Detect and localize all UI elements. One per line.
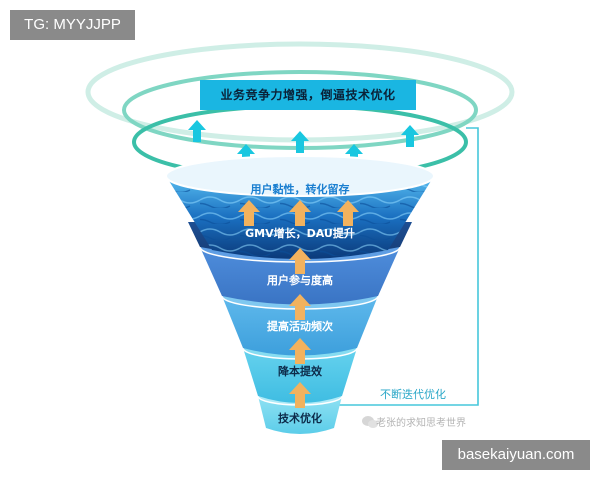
- level-label-2: GMV增长，DAU提升: [245, 227, 355, 240]
- up-arrow-icon: [289, 248, 311, 274]
- bottom-right-tag: basekaiyuan.com: [442, 440, 590, 470]
- feedback-label: 不断迭代优化: [380, 388, 446, 401]
- feedback-line: [335, 127, 479, 406]
- up-arrow-icon: [291, 131, 309, 153]
- top-left-tag: TG: MYYJJPP: [10, 10, 135, 40]
- level-label-3: 用户参与度高: [267, 274, 333, 287]
- cyan-arrows: [188, 120, 419, 166]
- level-label-4: 提高活动频次: [267, 320, 333, 333]
- level-label-1: 用户黏性，转化留存: [250, 183, 350, 196]
- watermark-logo: [362, 416, 378, 428]
- up-arrow-icon: [401, 125, 419, 147]
- up-arrow-icon: [188, 120, 206, 142]
- up-arrow-icon: [345, 144, 363, 166]
- up-arrow-icon: [238, 200, 260, 226]
- up-arrow-icon: [289, 382, 311, 408]
- watermark-text: 老张的求知思考世界: [376, 418, 466, 429]
- up-arrow-icon: [289, 200, 311, 226]
- level-label-5: 降本提效: [278, 365, 322, 378]
- top-banner: 业务竞争力增强，倒逼技术优化: [200, 80, 416, 110]
- level-label-6: 技术优化: [278, 412, 322, 425]
- up-arrow-icon: [289, 338, 311, 364]
- up-arrow-icon: [289, 294, 311, 320]
- orange-arrows: [238, 200, 359, 408]
- up-arrow-icon: [237, 144, 255, 166]
- up-arrow-icon: [337, 200, 359, 226]
